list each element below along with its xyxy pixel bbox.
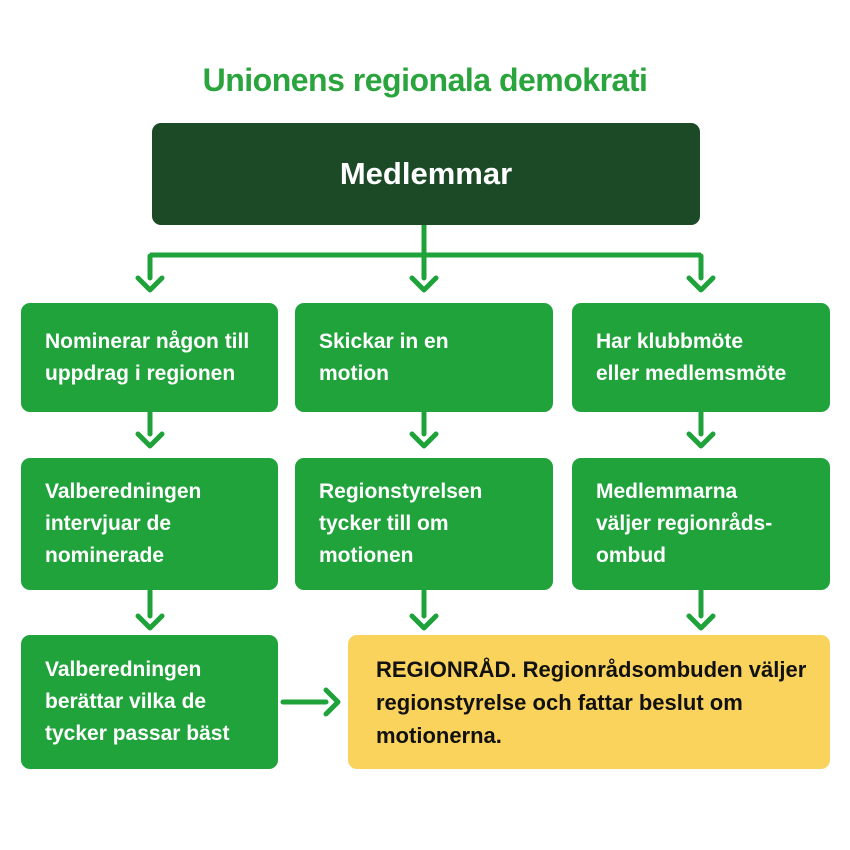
- node-valberedningen-berattar-label: Valberedningen berättar vilka de tycker …: [45, 658, 230, 745]
- node-valberedningen-intervjuar: Valberedningen intervjuar de nominerade: [21, 458, 278, 590]
- node-medlemmar: Medlemmar: [152, 123, 700, 225]
- arrow-row1-row2-col1: [135, 410, 165, 449]
- node-klubbmote: Har klubbmöte eller medlemsmöte: [572, 303, 830, 412]
- arrow-row1-row2-col2: [409, 410, 439, 449]
- node-valberedningen-berattar: Valberedningen berättar vilka de tycker …: [21, 635, 278, 769]
- arrow-row2-regionrad-mid: [409, 588, 439, 631]
- node-regionrad: REGIONRÅD. Regionrådsombuden väljer regi…: [348, 635, 830, 769]
- node-medlemmarna-valjer: Medlemmarna väljer regionråds- ombud: [572, 458, 830, 590]
- arrow-valberedning-regionrad: [280, 687, 341, 717]
- arrow-to-row1-col3: [686, 253, 716, 293]
- arrow-row1-row2-col3: [686, 410, 716, 449]
- node-nominerar-label: Nominerar någon till uppdrag i regionen: [45, 329, 250, 385]
- page-title: Unionens regionala demokrati: [202, 62, 648, 98]
- node-regionstyrelsen-tycker-label: Regionstyrelsen tycker till om motionen: [319, 480, 483, 567]
- node-regionrad-label: REGIONRÅD. Regionrådsombuden väljer regi…: [376, 656, 807, 748]
- node-regionstyrelsen-tycker: Regionstyrelsen tycker till om motionen: [295, 458, 553, 590]
- node-skickar-motion-label: Skickar in en motion: [319, 329, 449, 385]
- node-skickar-motion: Skickar in en motion: [295, 303, 553, 412]
- node-medlemmarna-valjer-label: Medlemmarna väljer regionråds- ombud: [596, 480, 773, 567]
- arrow-to-row1-col1: [135, 253, 165, 293]
- node-medlemmar-label: Medlemmar: [339, 156, 513, 191]
- arrow-to-row1-col2: [409, 253, 439, 293]
- arrow-row2-row3-col1: [135, 588, 165, 631]
- node-valberedningen-intervjuar-label: Valberedningen intervjuar de nominerade: [45, 480, 202, 567]
- arrow-row2-regionrad-right: [686, 588, 716, 631]
- node-nominerar: Nominerar någon till uppdrag i regionen: [21, 303, 278, 412]
- node-klubbmote-label: Har klubbmöte eller medlemsmöte: [596, 329, 787, 385]
